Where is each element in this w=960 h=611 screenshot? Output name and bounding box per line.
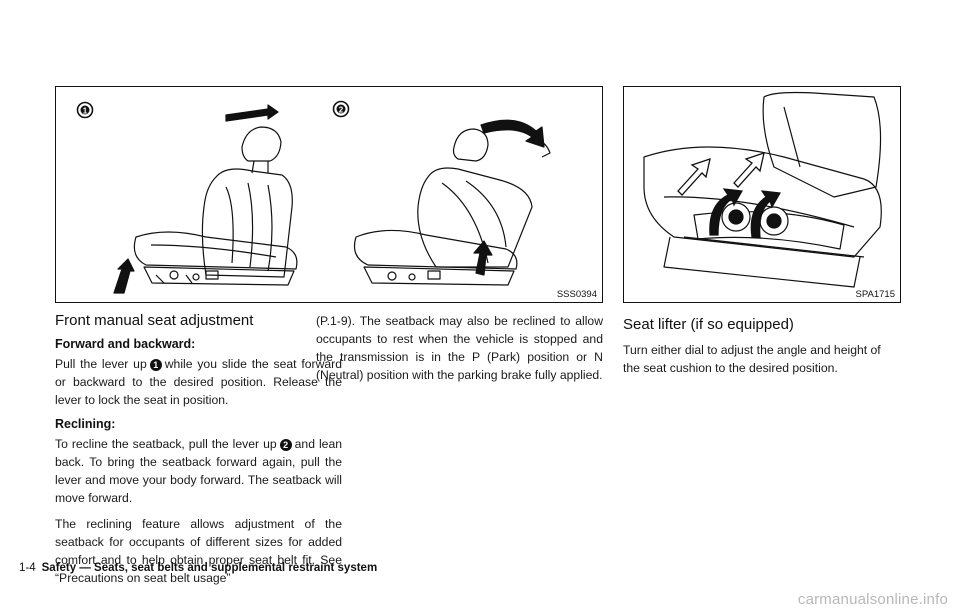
watermark: carmanualsonline.info [797, 591, 948, 608]
section-title-seat-lifter: Seat lifter (if so equipped) [623, 316, 794, 333]
page-footer: 1-4 Safety — Seats, seat belts and supple… [19, 562, 377, 574]
paragraph-reclining-continued: (P.1-9). The seatback may also be reclin… [316, 314, 603, 382]
callout-1-marker: 1 [76, 101, 94, 119]
figure-seat-lifter: SPA1715 [623, 86, 901, 303]
paragraph-seat-lifter: Turn either dial to adjust the angle and… [623, 343, 881, 375]
subheading-forward-backward: Forward and backward: [55, 337, 196, 351]
figure-code-sss0394: SSS0394 [557, 289, 597, 300]
svg-text:1: 1 [83, 107, 88, 116]
page-number: 1-4 [19, 562, 36, 574]
lifter-arrows [677, 152, 765, 196]
callout-2-marker: 2 [332, 100, 350, 118]
paragraph-reclining-feature: The reclining feature allows adjustment … [55, 517, 342, 585]
callout-2-inline: 2 [279, 439, 292, 451]
left-column: Front manual seat adjustment Forward and… [55, 312, 342, 595]
section-title-front-manual-seat: Front manual seat adjustment [55, 312, 254, 329]
seat-lifter-illustration: SPA1715 [643, 91, 895, 300]
paragraph-reclining: To recline the seatback, pull the lever … [55, 437, 342, 505]
seat-2-drawing [353, 119, 551, 286]
footer-section-title: Safety — Seats, seat belts and supplemen… [41, 562, 378, 574]
figure-seat-adjustment: 1 2 [55, 86, 603, 303]
seat-adjustment-illustration: 1 2 [76, 100, 597, 300]
middle-column: (P.1-9). The seatback may also be reclin… [316, 312, 603, 392]
seat-1-drawing [113, 104, 298, 294]
subheading-reclining: Reclining: [55, 417, 116, 431]
right-column: Seat lifter (if so equipped) Turn either… [623, 316, 901, 385]
callout-1-inline: 1 [149, 359, 162, 371]
svg-text:2: 2 [339, 106, 344, 115]
figure-code-spa1715: SPA1715 [856, 289, 895, 300]
lifter-dials [709, 188, 789, 238]
